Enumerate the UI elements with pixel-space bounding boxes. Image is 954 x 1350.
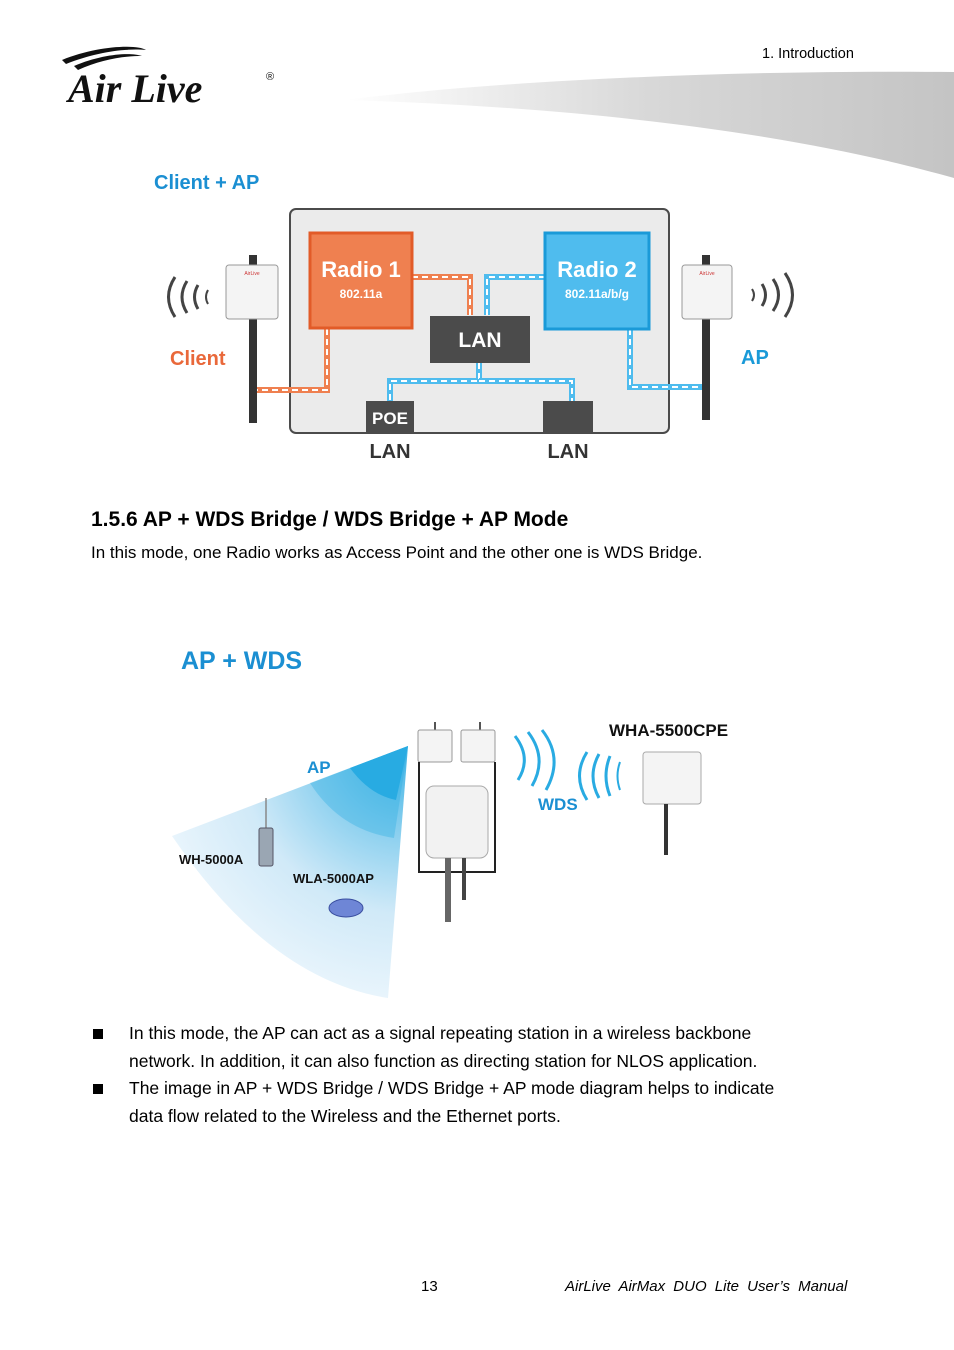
client-label: Client bbox=[170, 348, 226, 370]
radio1-standard: 802.11a bbox=[340, 287, 383, 301]
ap-signal-icon bbox=[751, 272, 794, 318]
wds-signal-icon bbox=[513, 729, 621, 801]
bullet-item: The image in AP + WDS Bridge / WDS Bridg… bbox=[129, 1078, 775, 1126]
page-number: 13 bbox=[421, 1278, 438, 1295]
ap-wds-diagram: AP + WDS AP WH-5000A WLA-5000AP WDS WHA-… bbox=[172, 647, 728, 998]
wh-5000a-device bbox=[258, 798, 274, 867]
ap-coverage-beam bbox=[172, 746, 408, 998]
radio2-label: Radio 2 bbox=[557, 257, 636, 282]
intro-text: In this mode, one Radio works as Access … bbox=[91, 543, 703, 562]
manual-title: AirLive AirMax DUO Lite User’s Manual bbox=[565, 1278, 848, 1295]
wds-label: WDS bbox=[538, 795, 578, 814]
port2-label: LAN bbox=[547, 441, 588, 463]
wla-5000ap-device bbox=[328, 898, 364, 918]
radio2-standard: 802.11a/b/g bbox=[565, 287, 629, 301]
wha-5500cpe-device bbox=[642, 751, 702, 855]
poe-port bbox=[366, 401, 414, 433]
section-heading: 1.5.6 AP + WDS Bridge / WDS Bridge + AP … bbox=[91, 508, 569, 531]
registered-mark: ® bbox=[266, 71, 274, 83]
ap-device: AirLive bbox=[681, 255, 733, 420]
radio2-box bbox=[543, 231, 651, 331]
airlive-logo: Air Live ® bbox=[62, 46, 274, 106]
lan-box bbox=[430, 316, 530, 363]
duo-unit bbox=[417, 722, 496, 922]
client-device: AirLive bbox=[225, 255, 279, 423]
ap-label: AP bbox=[741, 347, 769, 369]
cpe-model-label: WHA-5500CPE bbox=[609, 721, 728, 740]
ap-brand: AirLive bbox=[699, 271, 715, 277]
radio1-box bbox=[308, 231, 414, 330]
logo-text: Air Live bbox=[65, 66, 202, 106]
lan-box-label: LAN bbox=[458, 329, 501, 352]
client-ap-diagram: Client + AP Radio 1 802.11a Radio 2 802.… bbox=[154, 172, 794, 463]
bullet-item: In this mode, the AP can act as a signal… bbox=[129, 1023, 758, 1071]
poe-label: POE bbox=[372, 409, 408, 428]
wh-5000a-label: WH-5000A bbox=[179, 852, 244, 867]
bullet-marker bbox=[93, 1084, 103, 1094]
client-signal-icon bbox=[167, 276, 209, 318]
chapter-label: 1. Introduction bbox=[762, 46, 854, 62]
ap-wds-title: AP + WDS bbox=[181, 647, 302, 675]
lan-port bbox=[543, 401, 593, 433]
wla-5000ap-label: WLA-5000AP bbox=[293, 871, 374, 886]
header-swoosh bbox=[345, 71, 954, 178]
client-brand: AirLive bbox=[244, 271, 260, 277]
client-ap-title: Client + AP bbox=[154, 172, 259, 194]
radio1-label: Radio 1 bbox=[321, 257, 400, 282]
ap-beam-label: AP bbox=[307, 758, 331, 777]
port1-label: LAN bbox=[369, 441, 410, 463]
bullet-marker bbox=[93, 1029, 103, 1039]
